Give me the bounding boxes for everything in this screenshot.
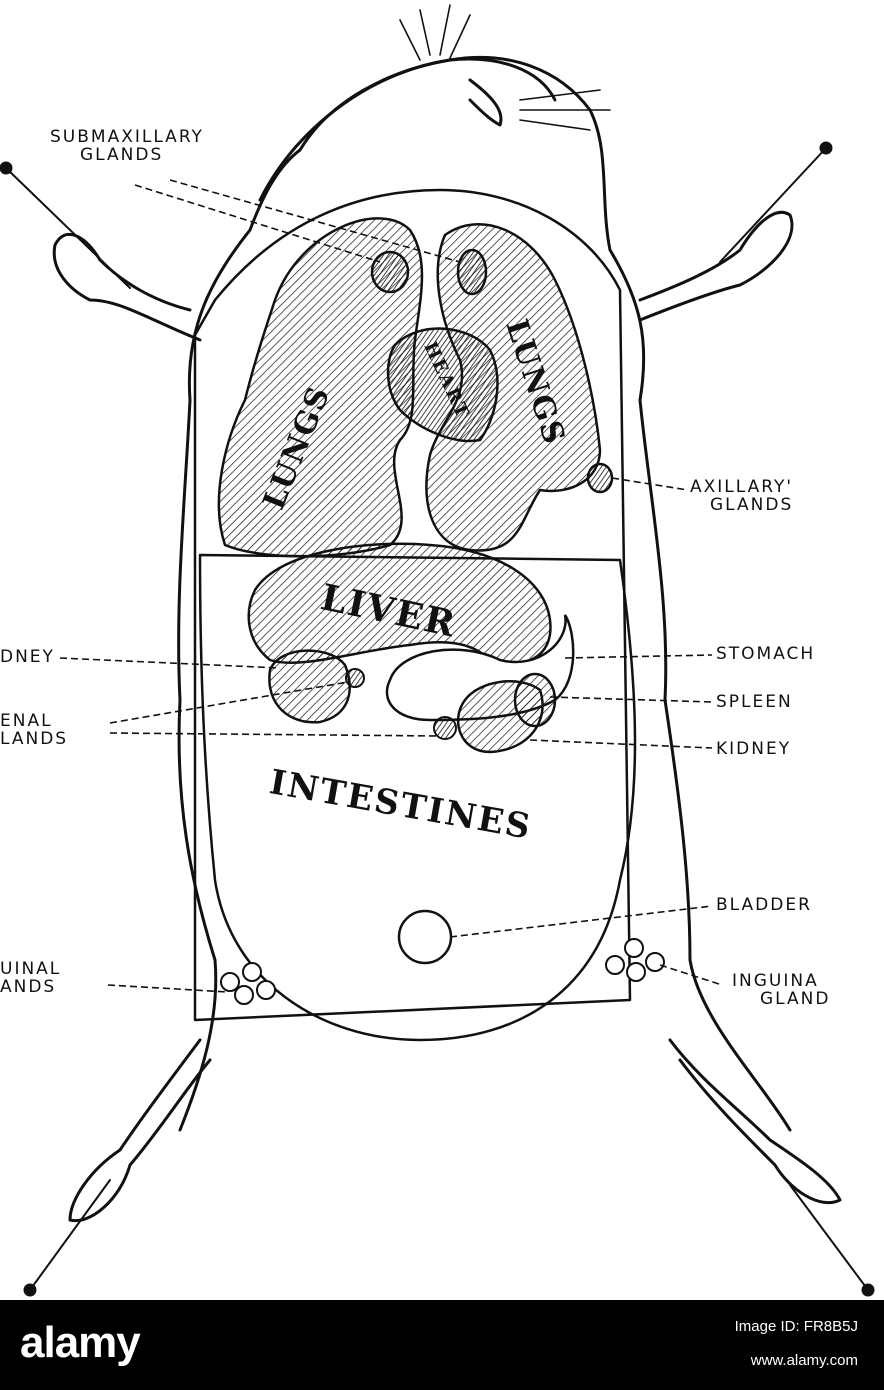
head-outline bbox=[258, 57, 557, 202]
submaxillary-gland-left bbox=[370, 250, 410, 294]
leader-kidney-right bbox=[529, 739, 713, 749]
hind-leg-left bbox=[68, 1038, 212, 1223]
watermark-url: www.alamy.com bbox=[750, 1352, 858, 1369]
diagram-drawing bbox=[0, 4, 875, 1297]
label-stomach: STOMACH bbox=[716, 644, 816, 664]
label-bladder: BLADDER bbox=[716, 895, 812, 915]
label-axillary: AXILLARY' GLANDS bbox=[690, 478, 793, 514]
watermark-brand: alamy bbox=[20, 1318, 141, 1367]
dissection-window bbox=[193, 188, 632, 1022]
label-inguinal-right: INGUINA GLAND bbox=[732, 972, 830, 1008]
front-leg-right bbox=[638, 211, 794, 322]
label-kidney-right: KIDNEY bbox=[716, 739, 792, 759]
leader-axillary bbox=[611, 477, 689, 491]
label-inguinal-right-line2: GLAND bbox=[760, 989, 831, 1009]
label-inguinal-left: UINAL ANDS bbox=[0, 960, 61, 996]
hind-leg-right bbox=[668, 1038, 842, 1205]
anatomy-diagram: SUBMAXILLARY GLANDS AXILLARY' GLANDS DNE… bbox=[0, 4, 875, 1297]
label-axillary-line2: GLANDS bbox=[710, 495, 794, 515]
front-leg-left bbox=[52, 232, 202, 342]
label-adrenal: ENAL LANDS bbox=[0, 712, 68, 748]
label-adrenal-line2: LANDS bbox=[0, 729, 69, 749]
label-kidney-left: DNEY bbox=[0, 647, 55, 667]
leader-adrenal bbox=[109, 681, 441, 737]
label-axillary-line1: AXILLARY' bbox=[690, 477, 794, 497]
label-inguinal-left-line2: ANDS bbox=[0, 977, 57, 997]
leader-stomach bbox=[564, 654, 713, 659]
leader-spleen bbox=[549, 696, 713, 703]
inguinal-glands-right bbox=[605, 938, 665, 982]
adrenal-gland-left bbox=[345, 668, 365, 688]
leader-inguinal-left bbox=[107, 984, 229, 993]
adrenal-gland-right bbox=[433, 716, 457, 740]
label-adrenal-line1: ENAL bbox=[0, 711, 53, 731]
pin-needle-bottom-left bbox=[29, 1179, 111, 1291]
watermark-banner: alamy Image ID: FR8B5J www.alamy.com bbox=[0, 1300, 884, 1390]
leader-bladder bbox=[449, 905, 713, 938]
label-spleen: SPLEEN bbox=[716, 692, 793, 712]
abdominal-cavity bbox=[198, 553, 637, 1042]
axillary-gland bbox=[586, 462, 614, 494]
label-inguinal-right-line1: INGUINA bbox=[732, 971, 819, 991]
whiskers-upper bbox=[399, 4, 471, 61]
heart-shape bbox=[386, 327, 499, 443]
label-submaxillary-line1: SUBMAXILLARY bbox=[50, 127, 204, 147]
lung-left-shape bbox=[217, 217, 424, 558]
submaxillary-gland-right bbox=[456, 248, 488, 296]
watermark-image-id: Image ID: FR8B5J bbox=[734, 1318, 858, 1335]
leader-submaxillary bbox=[134, 179, 461, 263]
spleen-shape bbox=[513, 672, 557, 728]
pin-needle-bottom-right bbox=[789, 1184, 869, 1291]
leader-kidney-left bbox=[59, 657, 281, 669]
pin-needle-top-right bbox=[719, 147, 827, 263]
whiskers-lower bbox=[519, 89, 611, 131]
kidney-left-shape bbox=[268, 649, 351, 724]
label-submaxillary: SUBMAXILLARY GLANDS bbox=[50, 128, 204, 164]
label-submaxillary-line2: GLANDS bbox=[80, 145, 164, 165]
bladder-shape bbox=[397, 909, 453, 965]
body-outline bbox=[177, 55, 792, 1132]
label-inguinal-left-line1: UINAL bbox=[0, 959, 62, 979]
inguinal-glands-left bbox=[220, 962, 276, 1005]
